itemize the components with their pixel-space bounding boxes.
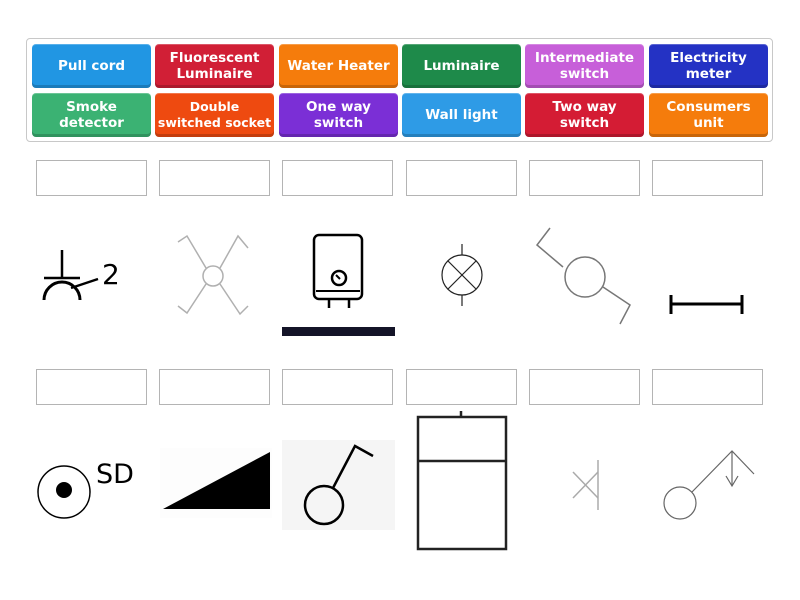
tile-double-switched-socket[interactable]: Double switched socket xyxy=(155,93,274,137)
drop-zone-4[interactable] xyxy=(406,160,517,196)
drop-zone-7[interactable] xyxy=(36,369,147,405)
luminaire-crossed-circle-symbol-icon xyxy=(430,240,494,310)
tile-fluorescent-luminaire[interactable]: Fluorescent Luminaire xyxy=(155,44,274,88)
tile-electricity-meter[interactable]: Electricity meter xyxy=(649,44,768,88)
tile-wall-light[interactable]: Wall light xyxy=(402,93,521,137)
tile-smoke-detector[interactable]: Smoke detector xyxy=(32,93,151,137)
tile-luminaire[interactable]: Luminaire xyxy=(402,44,521,88)
one-way-switch-symbol-icon xyxy=(282,440,395,530)
svg-text:SD: SD xyxy=(96,459,134,490)
two-way-switch-symbol-icon xyxy=(530,225,640,325)
smoke-detector-symbol-icon: SD xyxy=(36,455,151,525)
tile-water-heater[interactable]: Water Heater xyxy=(279,44,398,88)
drop-zone-1[interactable] xyxy=(36,160,147,196)
drop-zone-12[interactable] xyxy=(652,369,763,405)
drop-zone-5[interactable] xyxy=(529,160,640,196)
tile-consumers-unit[interactable]: Consumers unit xyxy=(649,93,768,137)
fluorescent-x-circle-symbol-icon xyxy=(170,228,260,323)
tile-one-way-switch[interactable]: One way switch xyxy=(279,93,398,137)
pull-cord-switch-symbol-icon: 2 xyxy=(36,230,146,310)
fluorescent-tube-symbol-icon xyxy=(665,290,750,320)
drop-zone-8[interactable] xyxy=(159,369,270,405)
tile-pull-cord[interactable]: Pull cord xyxy=(32,44,151,88)
consumer-unit-triangle-symbol-icon xyxy=(160,448,272,518)
drop-zone-6[interactable] xyxy=(652,160,763,196)
drop-zone-3[interactable] xyxy=(282,160,393,196)
drop-zone-9[interactable] xyxy=(282,369,393,405)
tile-intermediate-switch[interactable]: Intermediate switch xyxy=(525,44,644,88)
drop-zone-10[interactable] xyxy=(406,369,517,405)
wall-light-symbol-icon xyxy=(565,458,605,518)
water-heater-icon xyxy=(282,228,395,338)
drop-zone-11[interactable] xyxy=(529,369,640,405)
electricity-meter-symbol-icon xyxy=(414,410,510,552)
tile-two-way-switch[interactable]: Two way switch xyxy=(525,93,644,137)
svg-text:2: 2 xyxy=(102,258,120,291)
intermediate-switch-symbol-icon xyxy=(660,448,760,523)
drop-zone-2[interactable] xyxy=(159,160,270,196)
